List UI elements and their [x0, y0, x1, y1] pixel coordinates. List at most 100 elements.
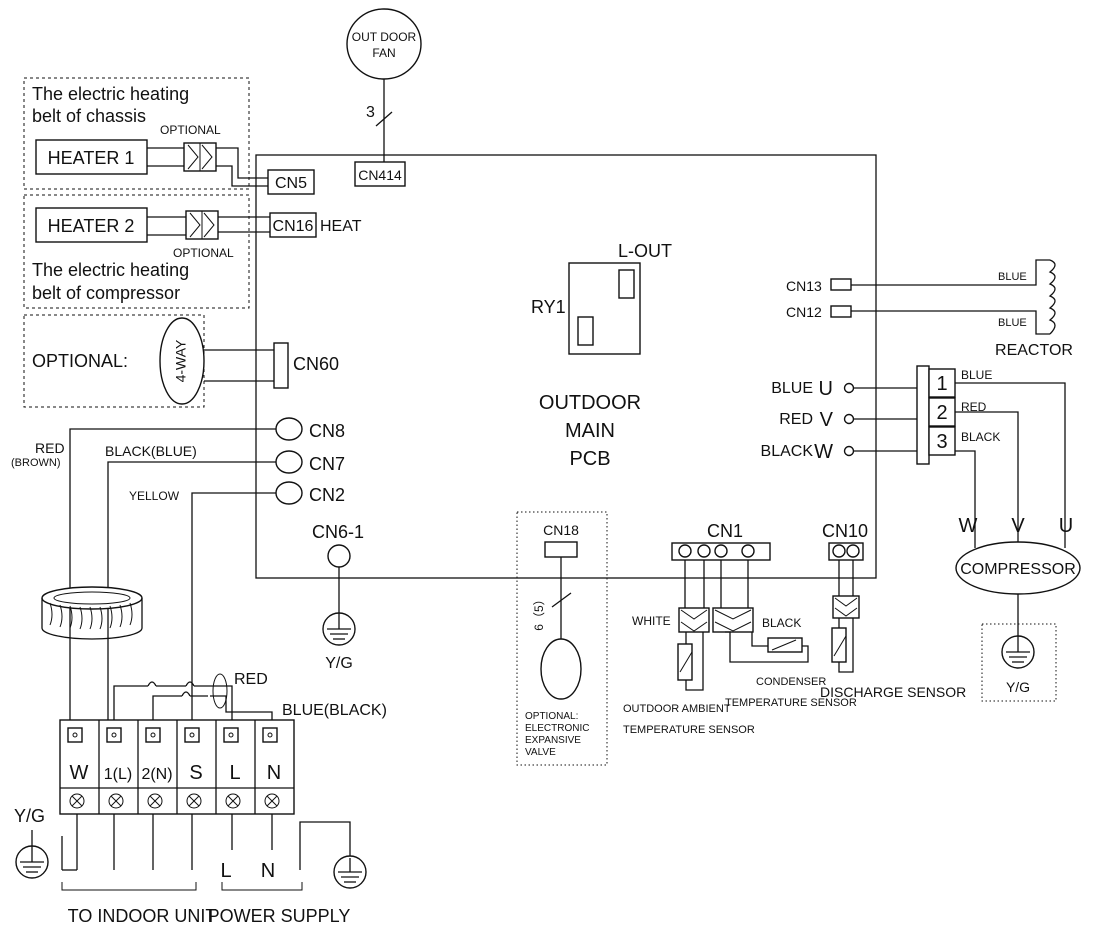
power-ground-icon	[333, 855, 367, 889]
yellow-label: YELLOW	[129, 489, 180, 503]
black-sensor-label: BLACK	[762, 616, 801, 630]
condenser-sensor-line1: CONDENSER	[756, 676, 826, 688]
magnetic-ring-icon	[41, 586, 143, 640]
tb-1l: 1(L)	[104, 766, 132, 783]
white-label: WHITE	[632, 614, 671, 628]
reactor-wire2: BLUE	[998, 317, 1027, 329]
tb-n: N	[267, 762, 281, 784]
heater1-desc-line1: The electric heating	[32, 84, 189, 104]
cn10-label: CN10	[822, 521, 868, 541]
cn10-group: CN10 DISCHARGE SENSOR	[820, 521, 966, 700]
heater1-label: HEATER 1	[48, 148, 135, 168]
terminal-1: 1	[936, 373, 947, 395]
heat-label: HEAT	[320, 218, 362, 235]
cn6-label: CN6-1	[312, 522, 364, 542]
compressor-group: W V U COMPRESSOR Y/G	[955, 515, 1081, 702]
cn6-ground-label: Y/G	[325, 655, 353, 672]
v-color: RED	[779, 411, 813, 428]
tb-l: L	[229, 762, 240, 784]
black-blue-label: BLACK(BLUE)	[105, 443, 197, 459]
cn12-label: CN12	[786, 304, 822, 320]
power-l: L	[220, 860, 231, 882]
cn7-label: CN7	[309, 454, 345, 474]
cn60-label: CN60	[293, 354, 339, 374]
pcb-title-line1: OUTDOOR	[539, 392, 641, 414]
heater1-optional: OPTIONAL	[160, 123, 221, 137]
terminal-block: W 1(L) 2(N) S L N RED BLUE(BLACK)	[59, 671, 387, 871]
cn18-label: CN18	[543, 522, 579, 538]
eev-note4: VALVE	[525, 747, 556, 758]
pcb-outline	[255, 154, 877, 579]
cn6-group: CN6-1 Y/G	[312, 522, 364, 672]
to-indoor-label: TO INDOOR UNIT	[68, 906, 217, 926]
eev-note1: OPTIONAL:	[525, 711, 578, 722]
eev-valve	[540, 638, 582, 700]
eev-wires: 6（5）	[532, 593, 546, 630]
fan-label-line1: OUT DOOR	[352, 30, 417, 44]
tb-w: W	[70, 762, 89, 784]
blue-right: BLUE	[961, 368, 992, 382]
reactor-coil	[1048, 259, 1056, 335]
cn5-label: CN5	[275, 175, 307, 192]
terminal-3: 3	[936, 431, 947, 453]
heater2-desc-line1: The electric heating	[32, 260, 189, 280]
u-color: BLUE	[771, 380, 813, 397]
heater1-desc-line2: belt of chassis	[32, 106, 146, 126]
compressor-w: W	[959, 515, 978, 537]
w-phase: W	[814, 441, 833, 463]
fan-label-line2: FAN	[372, 46, 395, 60]
relay-group: L-OUT RY1	[531, 241, 672, 355]
power-brace	[221, 882, 303, 891]
reactor-group: CN13 CN12 BLUE BLUE REACTOR	[786, 259, 1073, 359]
cn2-label: CN2	[309, 485, 345, 505]
w-color: BLACK	[761, 443, 814, 460]
eev-note2: ELECTRONIC	[525, 723, 589, 734]
cn8-label: CN8	[309, 421, 345, 441]
left-ground-icon: Y/G	[14, 806, 49, 879]
reactor-label: REACTOR	[995, 342, 1073, 359]
tb-red: RED	[234, 671, 268, 688]
terminal-2: 2	[936, 402, 947, 424]
outdoor-ambient-sensor	[677, 643, 693, 681]
eev-group: CN18 6（5） OPTIONAL: ELECTRONIC EXPANSIVE…	[516, 511, 608, 766]
heater2-group: HEATER 2 OPTIONAL The electric heating b…	[23, 194, 362, 309]
tb-blue-black: BLUE(BLACK)	[282, 702, 387, 719]
v-phase: V	[820, 409, 834, 431]
cn414-label: CN414	[358, 167, 402, 183]
pcb-title-line2: MAIN	[565, 420, 615, 442]
fan-wire-count: 3	[366, 104, 375, 121]
indoor-brace	[61, 882, 197, 891]
discharge-sensor-label: DISCHARGE SENSOR	[820, 684, 966, 700]
heater2-optional: OPTIONAL	[173, 246, 234, 260]
cn13-label: CN13	[786, 278, 822, 294]
eev-note3: EXPANSIVE	[525, 735, 581, 746]
tb-yg: Y/G	[14, 806, 45, 826]
fourway-label: 4-WAY	[173, 339, 189, 382]
red-label: RED	[35, 440, 65, 456]
fourway-group: OPTIONAL: 4-WAY CN60	[23, 314, 339, 408]
ry1-label: RY1	[531, 297, 566, 317]
black-right: BLACK	[961, 430, 1000, 444]
brown-label: (BROWN)	[11, 457, 61, 469]
outdoor-sensor-line2: TEMPERATURE SENSOR	[623, 724, 755, 736]
heater2-label: HEATER 2	[48, 216, 135, 236]
compressor-label: COMPRESSOR	[960, 561, 1076, 578]
outdoor-fan: OUT DOOR FAN 3 CN414	[346, 8, 422, 187]
power-supply-label: POWER SUPPLY	[208, 906, 351, 926]
condenser-sensor-line2: TEMPERATURE SENSOR	[725, 697, 857, 709]
uvw-group: BLUE U RED V BLACK W 1 2 3 BLUE RED BLAC…	[761, 365, 1066, 548]
reactor-wire1: BLUE	[998, 271, 1027, 283]
fourway-optional: OPTIONAL:	[32, 351, 128, 371]
tb-s: S	[189, 762, 202, 784]
heater2-desc-line2: belt of compressor	[32, 283, 180, 303]
u-phase: U	[819, 378, 833, 400]
outdoor-sensor-line1: OUTDOOR AMBIENT	[623, 703, 731, 715]
compressor-v: V	[1011, 515, 1025, 537]
signal-connectors: CN8 CN7 CN2 RED (BROWN) BLACK(BLUE) YELL…	[11, 417, 345, 720]
discharge-sensor	[831, 627, 847, 663]
compressor-ground-label: Y/G	[1006, 679, 1030, 695]
cn1-label: CN1	[707, 521, 743, 541]
power-n: N	[261, 860, 275, 882]
red-right: RED	[961, 400, 987, 414]
